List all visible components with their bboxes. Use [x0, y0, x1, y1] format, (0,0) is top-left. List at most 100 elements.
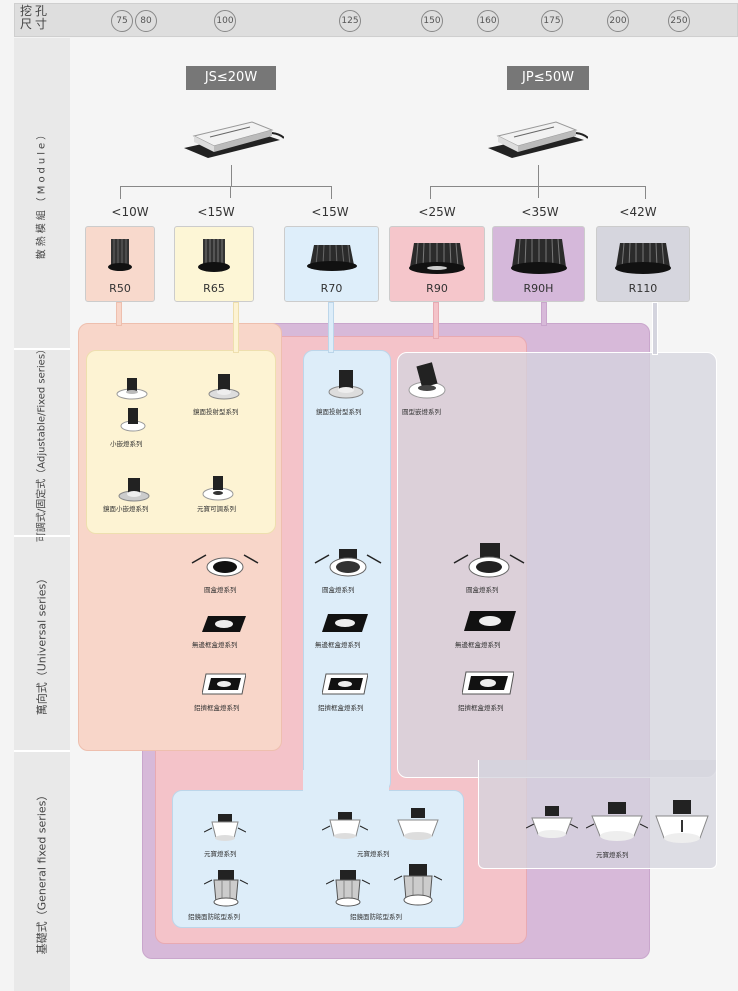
- yuanbao-fixture-icon: [322, 812, 368, 839]
- mirror-projector-fixture-icon: [328, 370, 364, 399]
- heatsink-icon: [510, 238, 567, 274]
- alu-box-fixture-icon: [462, 671, 514, 695]
- zone-r110-general: [478, 760, 717, 869]
- module-name-r65: R65: [203, 282, 225, 295]
- product-yuanbao-adjustable[interactable]: 元寶可調系列: [197, 505, 236, 513]
- watt-r110: <42W: [619, 205, 657, 219]
- row-label-universal: 萬向式（Universal series）: [35, 572, 49, 715]
- product-frameless-box-2[interactable]: 無邊框盒燈系列: [315, 641, 361, 649]
- watt-r90: <25W: [418, 205, 456, 219]
- yuanbao-fixture-icon: [397, 808, 439, 840]
- product-round-box-1[interactable]: 圓盒燈系列: [204, 586, 237, 594]
- watt-r90h: <35W: [521, 205, 559, 219]
- size-150[interactable]: 150: [421, 10, 443, 32]
- product-yuanbao-1[interactable]: 元寶燈系列: [204, 850, 237, 858]
- round-box-fixture-icon: [191, 554, 259, 577]
- product-yuanbao-2[interactable]: 元寶燈系列: [357, 850, 390, 858]
- zone-r70-connector: [303, 770, 389, 800]
- heatsink-icon: [409, 242, 465, 274]
- size-75[interactable]: 75: [111, 10, 133, 32]
- yuanbao-adjustable-fixture-icon: [202, 476, 234, 501]
- product-mirror-projector-65[interactable]: 鏡面投射型系列: [193, 408, 239, 416]
- tree-line: [231, 165, 232, 186]
- product-round-box-3[interactable]: 圓盒燈系列: [466, 586, 499, 594]
- alu-box-fixture-icon: [322, 673, 368, 695]
- watt-r70: <15W: [311, 205, 349, 219]
- product-round-box-2[interactable]: 圓盒燈系列: [322, 586, 355, 594]
- driver-jp-label: JP≤50W: [507, 66, 589, 90]
- product-alu-box-1[interactable]: 鋁擠框盒燈系列: [194, 704, 240, 712]
- yuanbao-fixture-icon: [204, 814, 246, 841]
- driver-js-label: JS≤20W: [186, 66, 276, 90]
- connector-r90h: [541, 302, 547, 326]
- round-box-fixture-icon: [453, 543, 525, 578]
- row-label-adjustable: 可調式/固定式（Adjustable/Fixed series）: [36, 343, 48, 542]
- module-card-r65[interactable]: R65: [174, 226, 254, 302]
- module-name-r70: R70: [320, 282, 343, 295]
- product-mirror-projector-70[interactable]: 鏡面投射型系列: [316, 408, 362, 416]
- row-label-general: 基礎式（General fixed series）: [35, 789, 49, 954]
- heatsink-icon: [198, 239, 230, 272]
- module-card-r90h[interactable]: R90H: [492, 226, 585, 302]
- alu-mirror-fixture-icon: [394, 864, 442, 906]
- product-alu-mirror-1[interactable]: 鋁鏡面防眩型系列: [188, 913, 240, 921]
- product-frameless-box-1[interactable]: 無邊框盒燈系列: [192, 641, 238, 649]
- module-card-r50[interactable]: R50: [85, 226, 155, 302]
- tree-line: [120, 186, 332, 199]
- zone-r65: [86, 350, 276, 534]
- product-frameless-box-3[interactable]: 無邊框盒燈系列: [455, 641, 501, 649]
- module-name-r50: R50: [109, 282, 131, 295]
- frameless-box-fixture-icon: [202, 616, 246, 632]
- small-spot-fixture-icon: [120, 408, 146, 432]
- size-160[interactable]: 160: [477, 10, 499, 32]
- tree-line: [538, 165, 539, 186]
- mirror-projector-fixture-icon: [208, 374, 240, 400]
- alu-box-fixture-icon: [202, 673, 246, 695]
- small-spot-fixture-icon: [116, 378, 148, 400]
- product-mirror-small-spot[interactable]: 鏡面小嵌燈系列: [103, 505, 149, 513]
- connector-r110: [652, 302, 658, 355]
- module-name-r90h: R90H: [523, 282, 554, 295]
- row-label-column: [14, 38, 70, 991]
- connector-r90: [433, 302, 439, 339]
- zone-r110: [397, 352, 717, 778]
- module-card-r90[interactable]: R90: [389, 226, 485, 302]
- size-200[interactable]: 200: [607, 10, 629, 32]
- module-card-r110[interactable]: R110: [596, 226, 690, 302]
- product-yuanbao-3[interactable]: 元寶燈系列: [596, 851, 629, 859]
- product-alu-box-3[interactable]: 鋁擠框盒燈系列: [458, 704, 504, 712]
- row-divider: [14, 535, 70, 537]
- watt-r65: <15W: [197, 205, 235, 219]
- round-box-fixture-icon: [314, 549, 382, 577]
- size-125[interactable]: 125: [339, 10, 361, 32]
- row-label-module: 散熱模組（Module）: [36, 126, 48, 260]
- yuanbao-fixture-icon: [655, 800, 709, 843]
- round-spot-fixture-icon: [408, 362, 446, 399]
- product-small-spot[interactable]: 小嵌燈系列: [110, 440, 143, 448]
- driver-jp-icon: [488, 121, 588, 158]
- module-name-r110: R110: [628, 282, 658, 295]
- module-name-r90: R90: [426, 282, 448, 295]
- watt-r50: <10W: [111, 205, 149, 219]
- module-card-r70[interactable]: R70: [284, 226, 379, 302]
- mirror-small-spot-fixture-icon: [118, 478, 150, 502]
- frameless-box-fixture-icon: [464, 611, 516, 631]
- product-alu-mirror-2[interactable]: 鋁鏡面防眩型系列: [350, 913, 402, 921]
- connector-r70: [328, 302, 334, 353]
- product-round-spot[interactable]: 圓型嵌燈系列: [402, 408, 441, 416]
- heatsink-icon: [108, 239, 132, 271]
- frameless-box-fixture-icon: [322, 614, 368, 632]
- size-100[interactable]: 100: [214, 10, 236, 32]
- driver-js-icon: [184, 121, 284, 158]
- product-alu-box-2[interactable]: 鋁擠框盒燈系列: [318, 704, 364, 712]
- size-80[interactable]: 80: [135, 10, 157, 32]
- size-175[interactable]: 175: [541, 10, 563, 32]
- size-250[interactable]: 250: [668, 10, 690, 32]
- tree-line: [230, 186, 231, 198]
- tree-line: [538, 186, 539, 198]
- connector-r50: [116, 302, 122, 326]
- row-divider: [14, 348, 70, 350]
- heatsink-icon: [615, 242, 671, 274]
- yuanbao-fixture-icon: [526, 806, 578, 838]
- alu-mirror-fixture-icon: [326, 870, 370, 907]
